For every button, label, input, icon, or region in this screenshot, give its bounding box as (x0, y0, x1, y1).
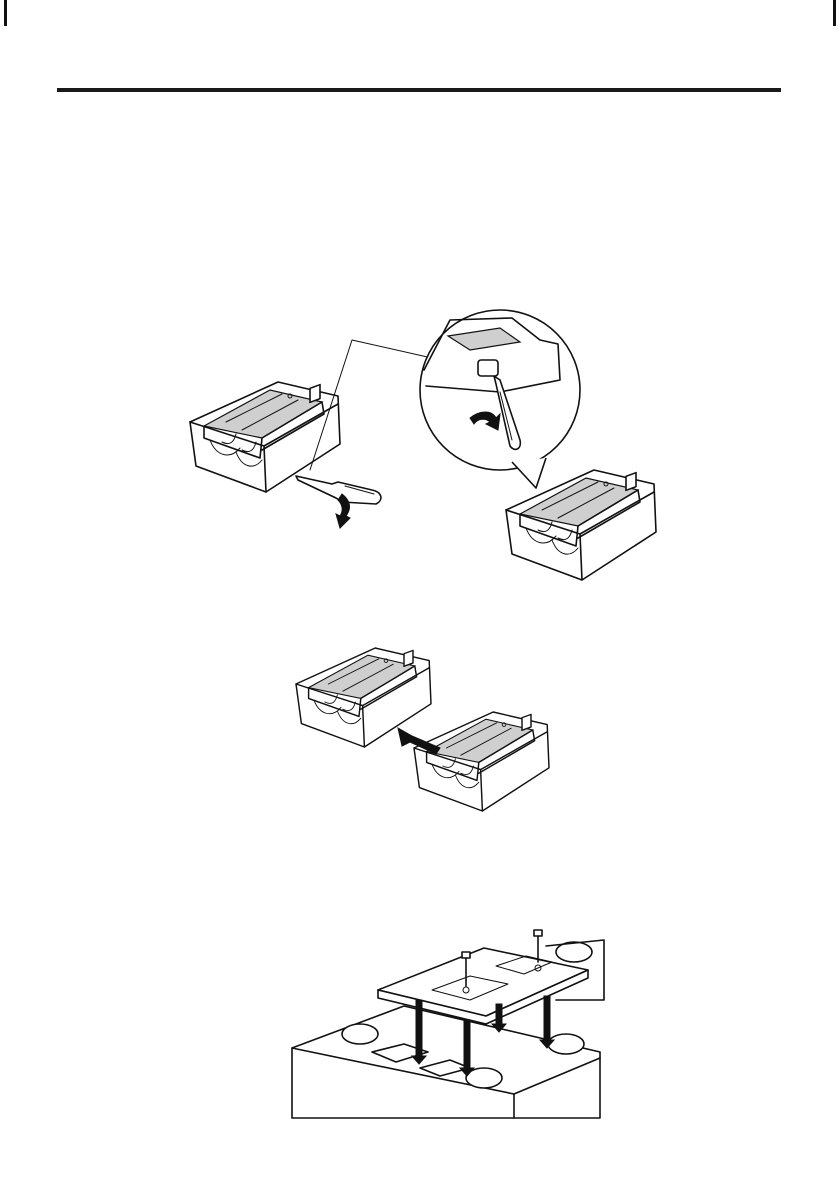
figure-connect-chargers (296, 648, 549, 811)
figure-remove-cover (190, 310, 656, 580)
figure-mounting-plate (292, 930, 604, 1118)
